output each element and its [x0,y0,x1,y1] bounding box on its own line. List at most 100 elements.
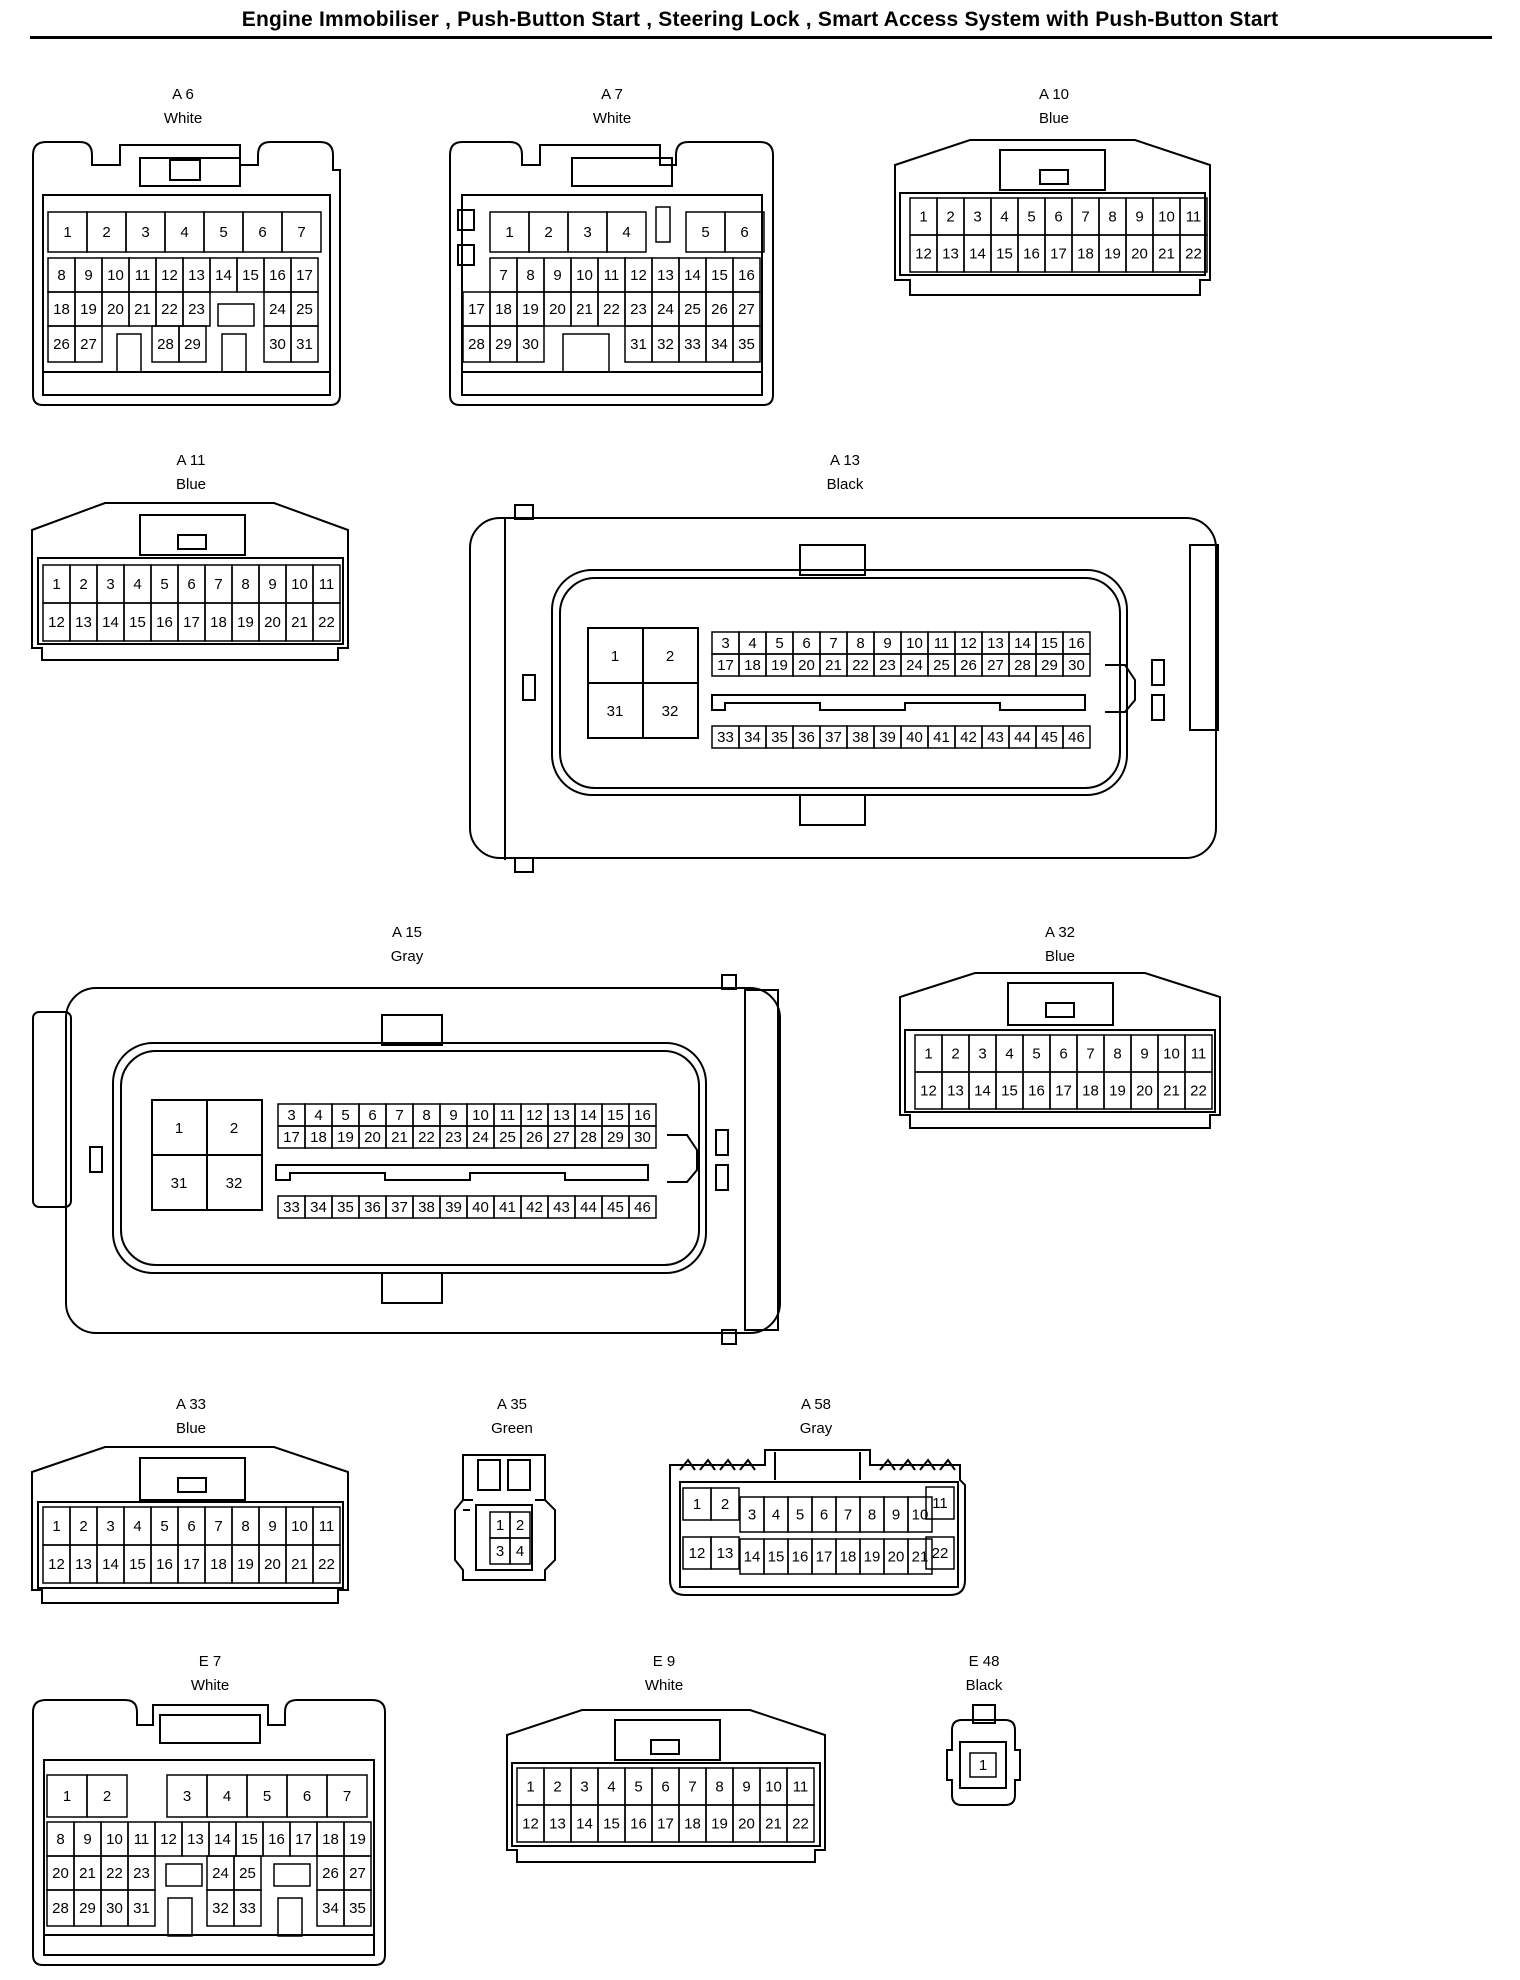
a13-pin: 28 [1008,653,1037,677]
svg-text:9: 9 [268,1518,276,1535]
a15-pin: 26 [520,1125,549,1149]
svg-text:26: 26 [526,1129,543,1146]
a15-pin: 3 [277,1103,306,1127]
svg-text:10: 10 [291,1518,308,1535]
svg-text:22: 22 [418,1129,435,1146]
svg-text:24: 24 [472,1129,489,1146]
svg-text:21: 21 [1158,246,1175,263]
svg-text:12: 12 [526,1107,543,1124]
svg-text:3: 3 [496,1543,504,1560]
svg-text:12: 12 [689,1545,706,1562]
e7-pin: 7 [326,1774,368,1818]
connector-id: A 7 [601,86,623,103]
a32-pin: 4 [995,1034,1024,1073]
e9-pin: 18 [678,1804,707,1843]
a32-pin: 11 [1184,1034,1213,1073]
e9-pin: 9 [732,1767,761,1806]
key-block [165,1863,203,1887]
a11-pin: 5 [150,564,179,604]
connector-color: White [592,110,632,127]
svg-text:25: 25 [933,657,950,674]
svg-text:7: 7 [1081,209,1089,226]
svg-text:1: 1 [52,576,60,593]
e7-pin: 5 [246,1774,288,1818]
svg-text:14: 14 [576,1816,593,1833]
svg-text:18: 18 [210,614,227,631]
a6-pin: 14 [209,257,238,293]
a58-pin: 16 [787,1538,813,1575]
e7-pin: 20 [46,1855,75,1891]
a13-pin: 7 [819,631,848,655]
a10-pin: 7 [1071,197,1100,236]
a6-pin: 31 [290,325,319,363]
e7-pin: 8 [46,1821,75,1857]
e9-pin: 13 [543,1804,572,1843]
svg-text:3: 3 [141,224,149,241]
svg-text:18: 18 [310,1129,327,1146]
svg-text:40: 40 [472,1199,489,1216]
a10-pin: 13 [936,234,965,273]
svg-text:1: 1 [63,1788,71,1805]
svg-text:14: 14 [974,1083,991,1100]
connector-color: Blue [1044,948,1076,965]
svg-text:2: 2 [553,1779,561,1796]
svg-text:39: 39 [445,1199,462,1216]
svg-text:11: 11 [932,1495,948,1512]
svg-text:4: 4 [622,224,630,241]
key-block [277,1897,303,1937]
a33-pin: 13 [69,1544,98,1584]
a13-pin: 38 [846,725,875,749]
a10-pin: 18 [1071,234,1100,273]
e7-pin: 17 [289,1821,318,1857]
svg-text:13: 13 [553,1107,570,1124]
a7-pin: 6 [724,211,765,253]
a6-pin: 24 [263,291,292,327]
svg-text:2: 2 [544,224,552,241]
svg-text:22: 22 [792,1816,809,1833]
a13-pin: 35 [765,725,794,749]
a32-pin: 15 [995,1071,1024,1110]
connector-id: A 58 [800,1396,832,1413]
svg-text:9: 9 [883,635,891,652]
a13-pin: 45 [1035,725,1064,749]
connector-label-a15: A 15 Gray [357,924,457,965]
a13-pin: 12 [954,631,983,655]
a6-pin: 9 [74,257,103,293]
svg-text:2: 2 [946,209,954,226]
svg-text:6: 6 [303,1788,311,1805]
svg-text:19: 19 [237,614,254,631]
svg-text:22: 22 [1190,1083,1207,1100]
svg-text:1: 1 [52,1518,60,1535]
a15-pin: 35 [331,1195,360,1219]
svg-text:13: 13 [717,1545,734,1562]
connector-a35-body [454,1454,556,1581]
svg-text:30: 30 [1068,657,1085,674]
e9-pin: 22 [786,1804,815,1843]
svg-text:4: 4 [748,635,756,652]
a15-pin: 17 [277,1125,306,1149]
svg-text:20: 20 [1136,1083,1153,1100]
a15-pin: 29 [601,1125,630,1149]
svg-text:8: 8 [868,1507,876,1524]
svg-text:16: 16 [269,267,286,284]
svg-text:6: 6 [187,576,195,593]
svg-text:5: 5 [219,224,227,241]
a6-pin: 8 [47,257,76,293]
connector-a58-body [669,1449,966,1596]
svg-text:17: 17 [296,267,313,284]
e9-pin: 11 [786,1767,815,1806]
svg-text:37: 37 [391,1199,408,1216]
e7-pin: 25 [233,1855,262,1891]
e7-pin: 12 [154,1821,183,1857]
a7-pin: 15 [705,257,734,293]
svg-text:4: 4 [516,1543,524,1560]
a33-pin: 9 [258,1506,287,1546]
a6-pin: 29 [178,325,207,363]
a7-pin: 34 [705,325,734,363]
svg-text:23: 23 [630,301,647,318]
svg-text:5: 5 [1027,209,1035,226]
a6-pin: 21 [128,291,157,327]
pin-label: 1 [175,1120,183,1137]
svg-text:8: 8 [715,1779,723,1796]
e7-pin: 10 [100,1821,129,1857]
